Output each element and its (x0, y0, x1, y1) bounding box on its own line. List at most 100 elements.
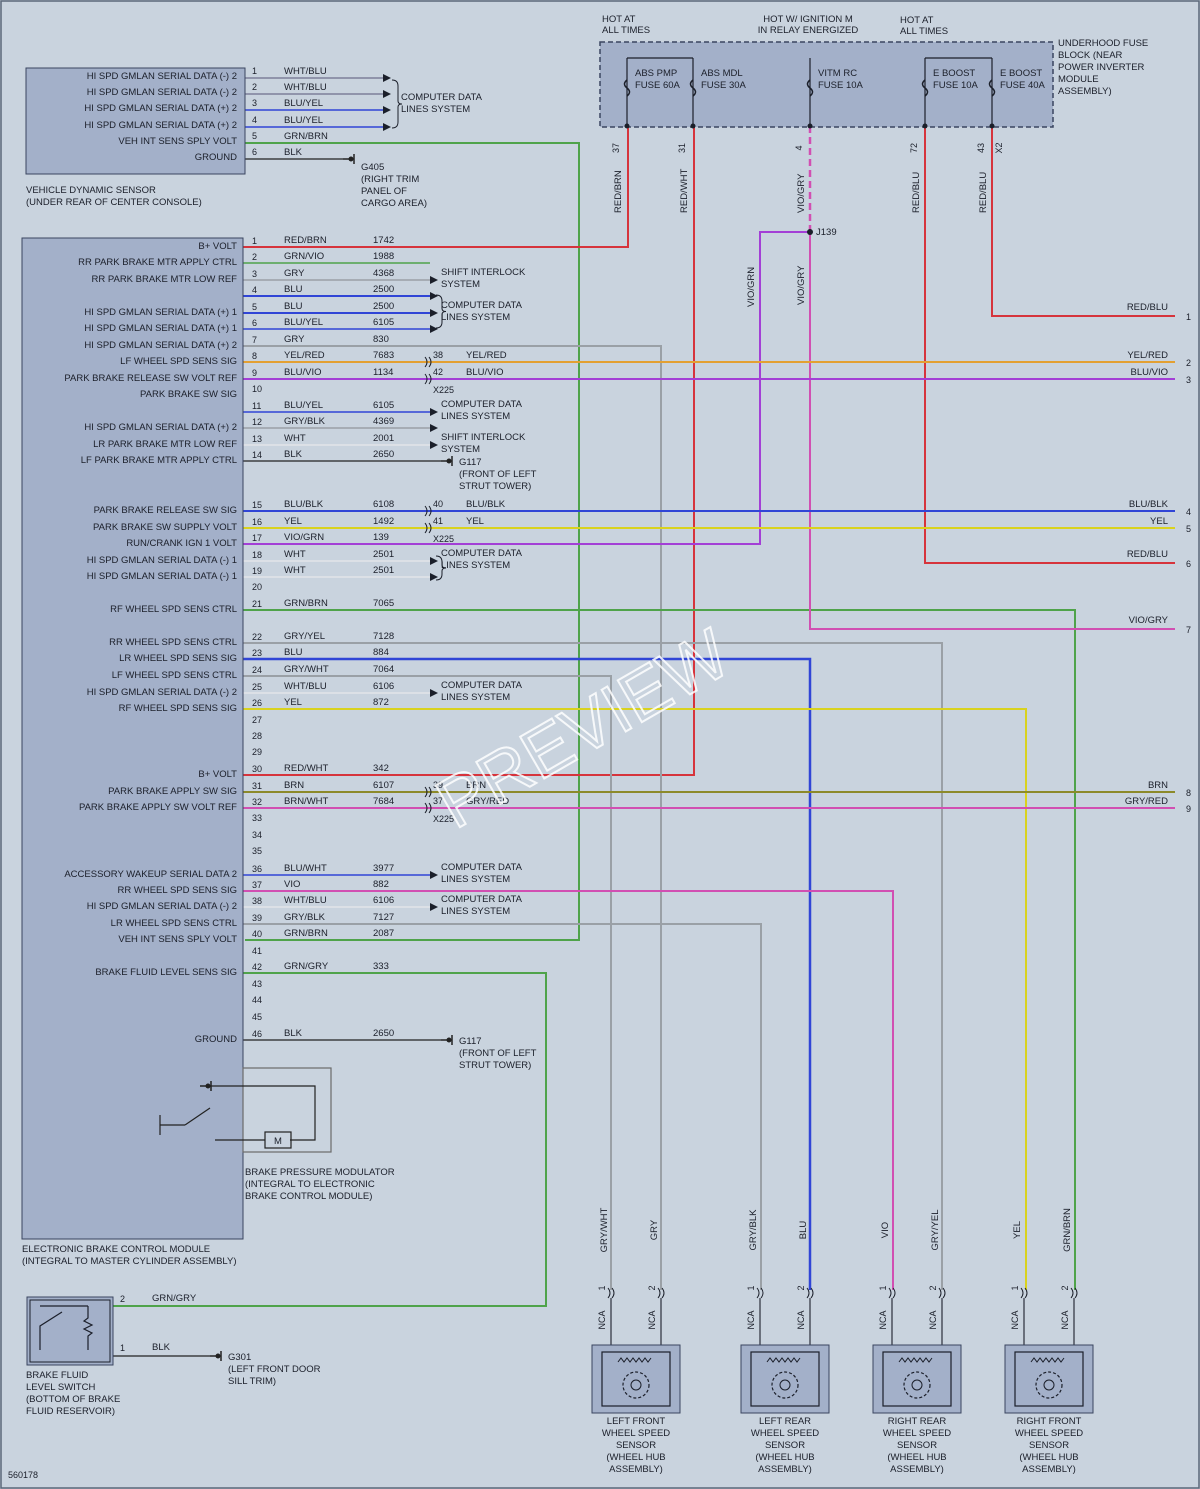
ebcm-pin-name: PARK BRAKE SW SUPPLY VOLT (93, 522, 237, 533)
system-label: LINES SYSTEM (441, 906, 510, 917)
fuse-terminal (922, 123, 928, 129)
wire-red-blu-6 (924, 126, 1175, 564)
ebcm-pin-number: 17 (252, 533, 262, 543)
ebcm-pin-number: 6 (252, 318, 257, 328)
ebcm-pin-number: 10 (252, 384, 262, 394)
wheel-sensor-label: LEFT FRONT (607, 1416, 666, 1427)
ebcm-pin-name: HI SPD GMLAN SERIAL DATA (-) 1 (87, 571, 237, 582)
sensor-pin: 2 (1060, 1285, 1070, 1290)
ebcm-wire-color: GRY (284, 334, 305, 345)
ebcm-pin-number: 22 (252, 632, 262, 642)
x225-wire-color: BRN (466, 780, 486, 791)
resistor-switch-icon (39, 1305, 94, 1350)
exit-wire-color: BLU/VIO (1131, 367, 1169, 378)
ebcm-wire-color: BRN (284, 780, 304, 791)
fuse-terminal (624, 123, 630, 129)
ebcm-circuit-number: 2087 (373, 928, 394, 939)
motor-label: M (274, 1136, 282, 1147)
ebcm-circuit-number: 830 (373, 334, 389, 345)
fuse-label: E BOOST (1000, 68, 1042, 79)
power-header-2: HOT W/ IGNITION M (763, 14, 853, 25)
ebcm-pin-name: VEH INT SENS SPLY VOLT (118, 934, 237, 945)
connector-icon (888, 1287, 896, 1299)
ebcm-pin-number: 40 (252, 929, 262, 939)
exit-wire-color: YEL (1150, 516, 1168, 527)
coil-icon (898, 1357, 933, 1363)
arrow-icon (430, 441, 438, 449)
x225-label: X225 (433, 814, 454, 824)
ebcm-circuit-number: 884 (373, 647, 389, 658)
arrow-icon (383, 106, 391, 114)
exit-wire-color: BRN (1148, 780, 1168, 791)
connector-icon (424, 522, 432, 534)
coil-icon (1030, 1357, 1065, 1363)
ebcm-circuit-number: 3977 (373, 863, 394, 874)
system-label: LINES SYSTEM (441, 692, 510, 703)
fuse-icon (921, 79, 929, 97)
ebcm-circuit-number: 342 (373, 763, 389, 774)
x225-pin: 40 (433, 499, 443, 509)
ebcm-circuit-number: 1492 (373, 516, 394, 527)
fluid-switch-label: LEVEL SWITCH (26, 1382, 95, 1393)
sensor-wire-color: YEL (1012, 1221, 1023, 1239)
system-label: LINES SYSTEM (441, 312, 510, 323)
nca-label: NCA (1010, 1310, 1020, 1329)
ebcm-pin-number: 43 (252, 979, 262, 989)
ebcm-circuit-number: 882 (373, 879, 389, 890)
connector-icon (424, 356, 432, 368)
fuse-block (599, 41, 1054, 128)
ebcm-label: (INTEGRAL TO MASTER CYLINDER ASSEMBLY) (22, 1256, 237, 1267)
ebcm-circuit-number: 2001 (373, 433, 394, 444)
ebcm-label: ELECTRONIC BRAKE CONTROL MODULE (22, 1244, 210, 1255)
ebcm-pin-number: 39 (252, 913, 262, 923)
exit-wire-color: BLU/BLK (1129, 499, 1169, 510)
ebcm-pin-name: GROUND (195, 1034, 237, 1045)
ebcm-pin-number: 23 (252, 648, 262, 658)
ebcm-pin-number: 36 (252, 864, 262, 874)
exit-number: 5 (1186, 524, 1191, 534)
ebcm-pin-name: PARK BRAKE RELEASE SW VOLT REF (64, 373, 237, 384)
modulator-label: BRAKE PRESSURE MODULATOR (245, 1167, 395, 1178)
system-label: SYSTEM (441, 444, 480, 455)
ebcm-circuit-number: 6105 (373, 317, 394, 328)
nca-label: NCA (928, 1310, 938, 1329)
ebcm-pin-name: BRAKE FLUID LEVEL SENS SIG (95, 967, 237, 978)
system-label: LINES SYSTEM (441, 411, 510, 422)
ebcm-pin-number: 25 (252, 682, 262, 692)
sensor-inner (882, 1351, 952, 1407)
wheel-sensor-label: RIGHT REAR (888, 1416, 947, 1427)
system-label: COMPUTER DATA (441, 862, 523, 873)
ebcm-pin-name: RR PARK BRAKE MTR APPLY CTRL (78, 257, 237, 268)
x225-label: X225 (433, 534, 454, 544)
ground-label: STRUT TOWER) (459, 1060, 531, 1071)
fuse-label: FUSE 30A (701, 80, 747, 91)
ebcm-pin-number: 41 (252, 946, 262, 956)
ebcm-pin-name: HI SPD GMLAN SERIAL DATA (+) 1 (84, 323, 237, 334)
ebcm-pin-number: 1 (252, 236, 257, 246)
ebcm-pin-number: 33 (252, 813, 262, 823)
ebcm-pin-number: 34 (252, 830, 262, 840)
ebcm-wire-color: YEL (284, 516, 302, 527)
ebcm-pin-number: 13 (252, 434, 262, 444)
sensor-pin: 2 (647, 1285, 657, 1290)
arrow-icon (430, 325, 438, 333)
fuse-label: FUSE 60A (635, 80, 681, 91)
wire-red-blu-1 (991, 126, 1175, 317)
x225-pin: 38 (433, 350, 443, 360)
ebcm-pin-number: 8 (252, 351, 257, 361)
connector-icon (756, 1287, 764, 1299)
ebcm-circuit-number: 1988 (373, 251, 394, 262)
ebcm-pin-number: 14 (252, 450, 262, 460)
connector-icon (1070, 1287, 1078, 1299)
fuse-terminal (690, 123, 696, 129)
ebcm-pin-number: 44 (252, 995, 262, 1005)
fuse-block-label: BLOCK (NEAR (1058, 50, 1123, 61)
ebcm-pin-name: B+ VOLT (198, 241, 237, 252)
wheel-sensor-label: (WHEEL HUB (606, 1452, 665, 1463)
wheel-sensor-label: LEFT REAR (759, 1416, 811, 1427)
connector-icon (1020, 1287, 1028, 1299)
vds-pin-name: HI SPD GMLAN SERIAL DATA (+) 2 (84, 103, 237, 114)
ebcm-pin-number: 35 (252, 846, 262, 856)
ebcm-pin-number: 32 (252, 797, 262, 807)
